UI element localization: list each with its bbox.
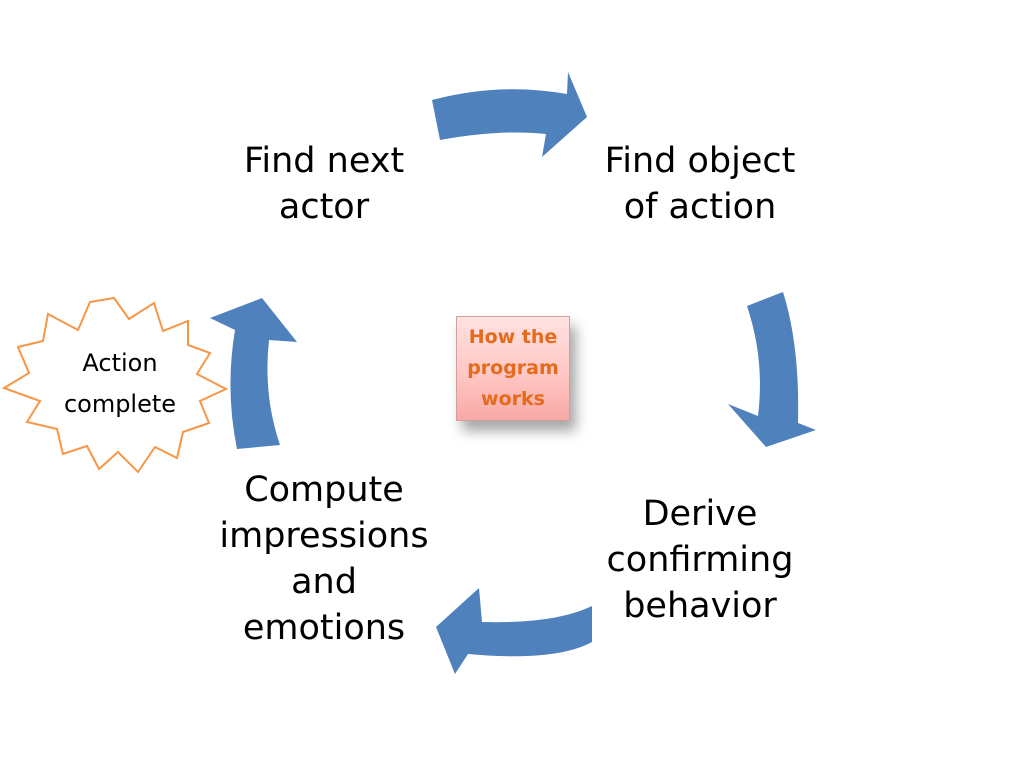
node-derive-confirming-behavior: Derive confirming behavior <box>606 494 794 626</box>
center-box: How the program works <box>456 316 570 421</box>
arrow-bottom <box>436 588 592 674</box>
arrow-top <box>432 72 587 157</box>
center-box-label: How the program works <box>467 326 559 410</box>
action-complete-burst <box>1 296 229 474</box>
node-compute-impressions-and-emotions: Compute impressions and emotions <box>219 470 429 648</box>
arrow-left <box>210 298 297 449</box>
node-find-next-actor: Find next actor <box>243 141 405 227</box>
arrow-right <box>728 292 816 447</box>
node-find-object-of-action: Find object of action <box>604 141 796 227</box>
action-complete-label: Action complete <box>63 349 177 418</box>
